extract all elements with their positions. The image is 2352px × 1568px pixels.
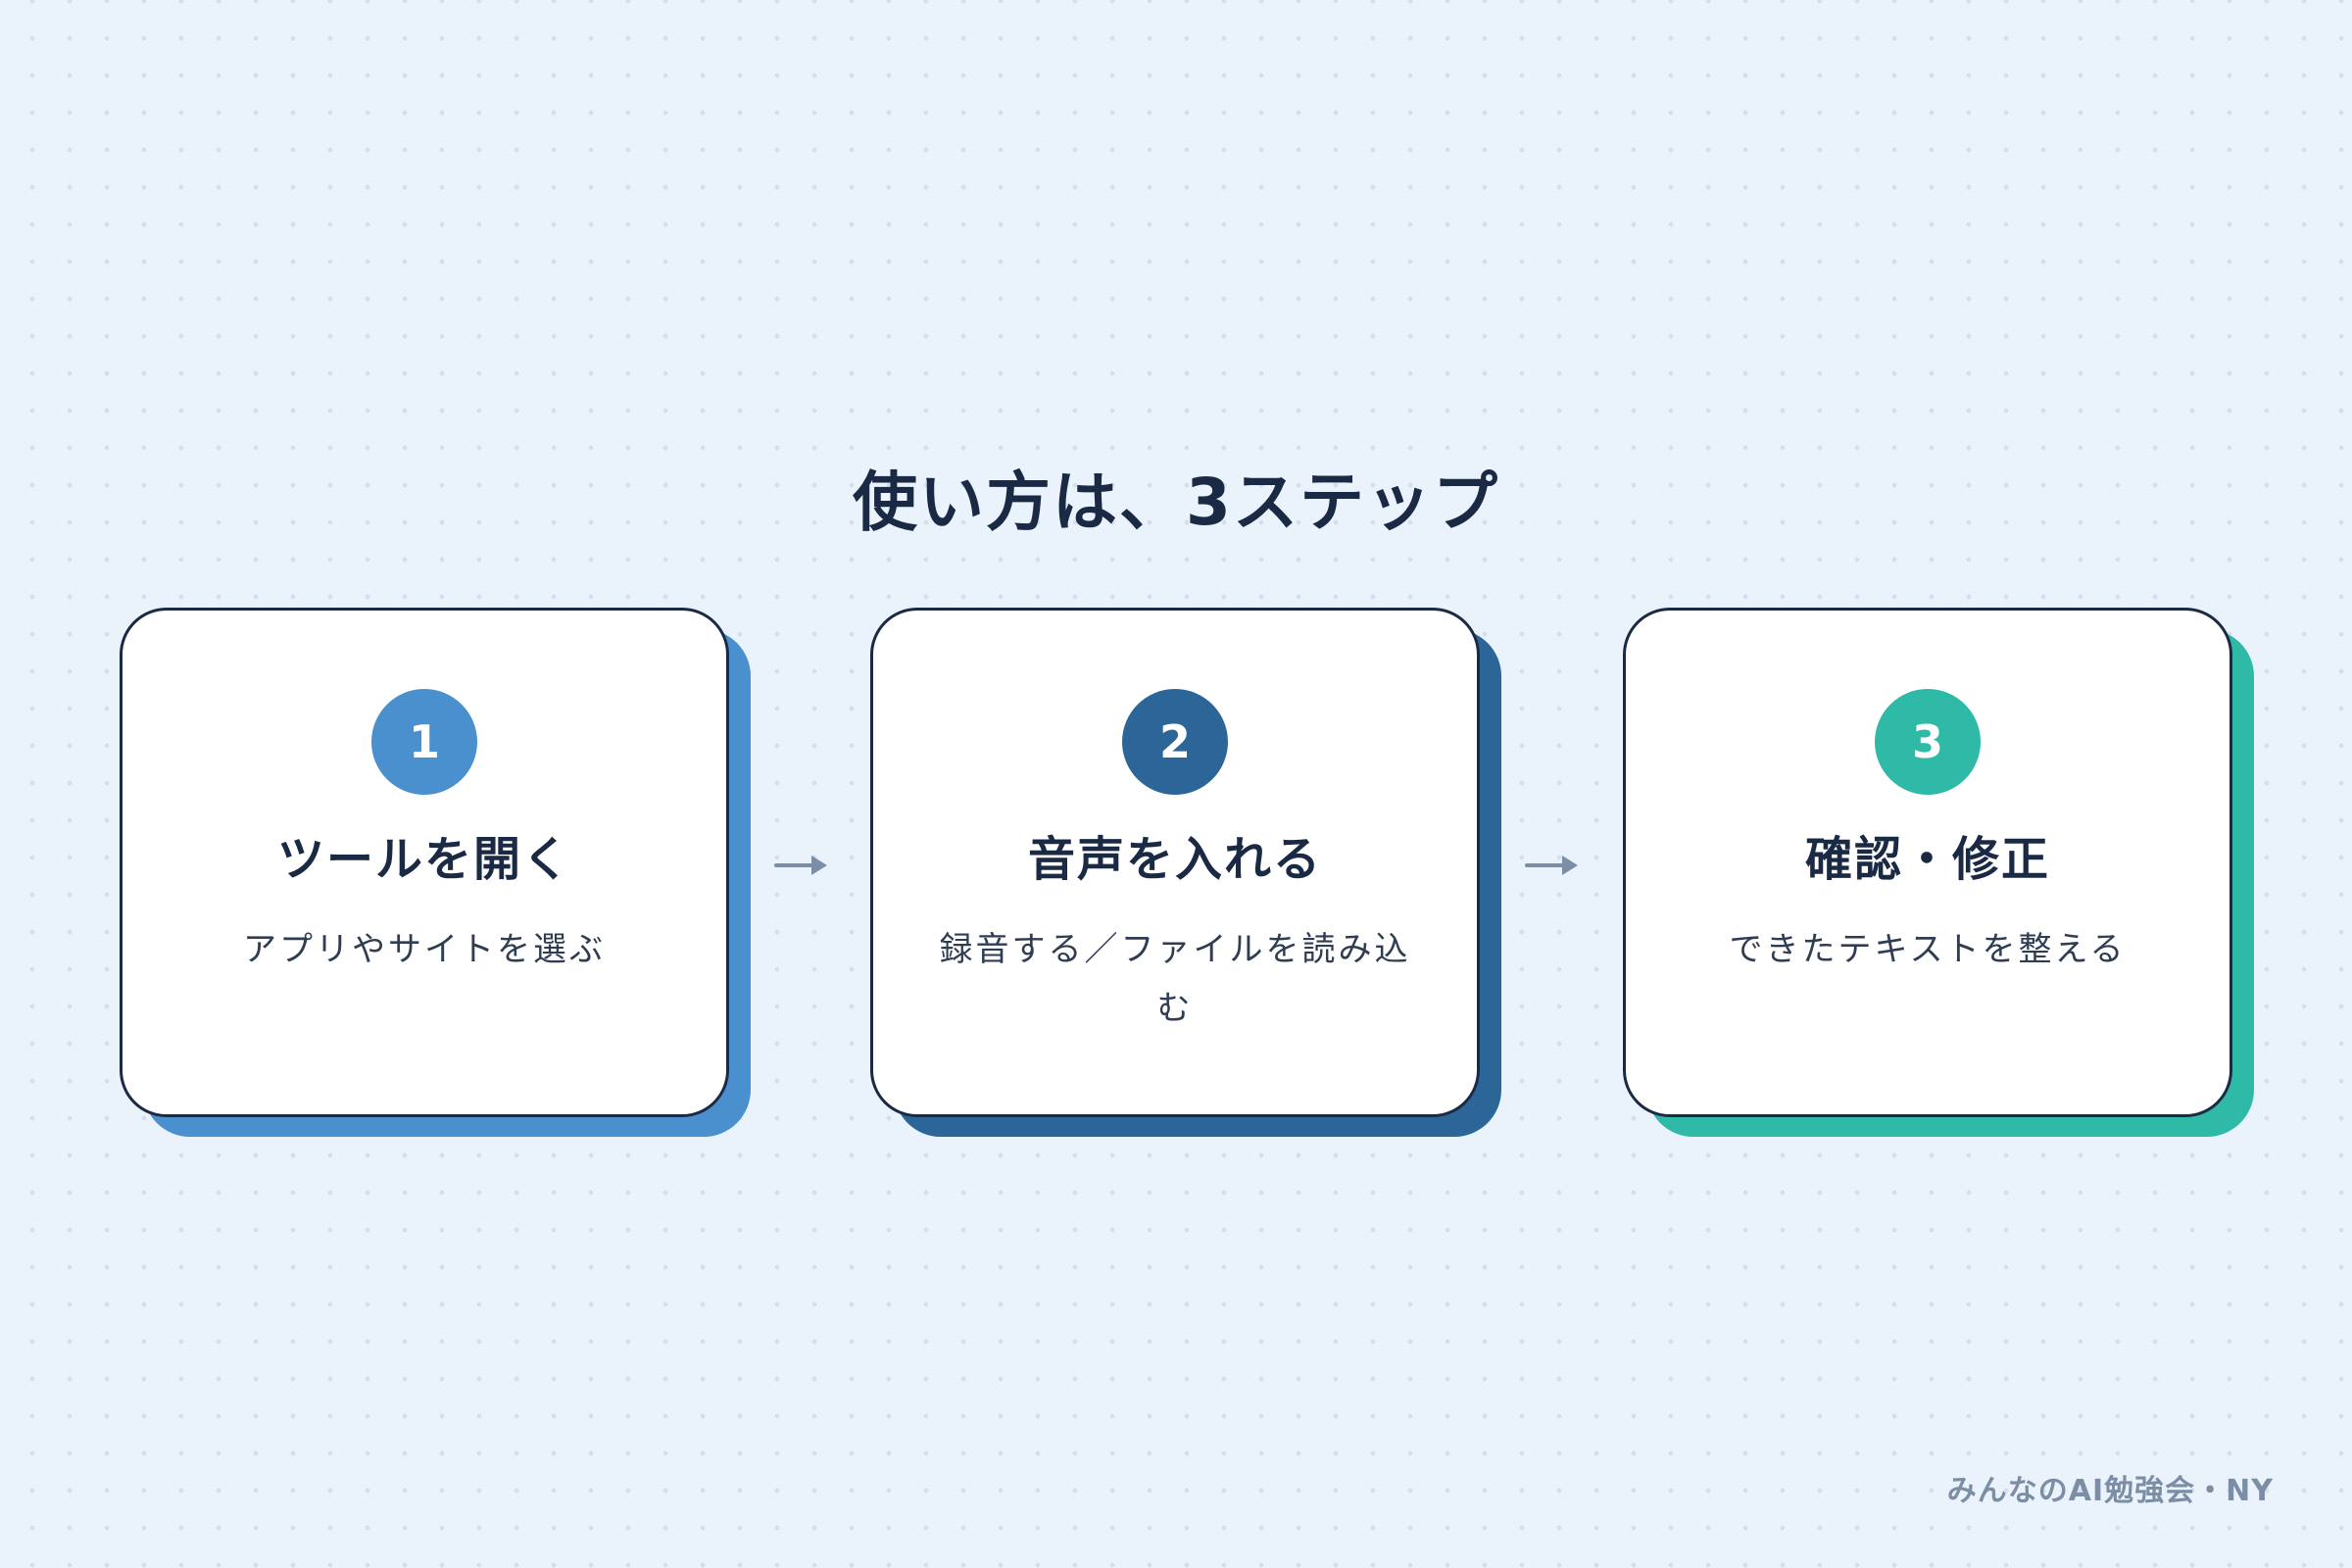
page-title: 使い方は、3ステップ [853, 465, 1499, 540]
footer-brand: みんなのAI勉強会・NY [1946, 1474, 2274, 1508]
step-2-title: 音声を入れる [1027, 832, 1322, 887]
step-1-title: ツールを開く [276, 832, 571, 887]
step-2-number-badge: 2 [1122, 689, 1228, 795]
step-1-number-badge: 1 [371, 689, 477, 795]
step-1-card: 1 ツールを開く アプリやサイトを選ぶ [120, 608, 729, 1117]
step-3-card: 3 確認・修正 できたテキストを整える [1623, 608, 2232, 1117]
right-arrow-icon [774, 856, 827, 875]
step-2-card: 2 音声を入れる 録音する／ファイルを読み込む [870, 608, 1480, 1117]
step-3-title: 確認・修正 [1804, 832, 2050, 887]
step-3-number-badge: 3 [1875, 689, 1981, 795]
step-2-description: 録音する／ファイルを読み込む [939, 930, 1411, 1028]
right-arrow-icon [1525, 856, 1578, 875]
step-1-description: アプリやサイトを選ぶ [243, 930, 606, 969]
step-3-description: できたテキストを整える [1729, 930, 2127, 969]
